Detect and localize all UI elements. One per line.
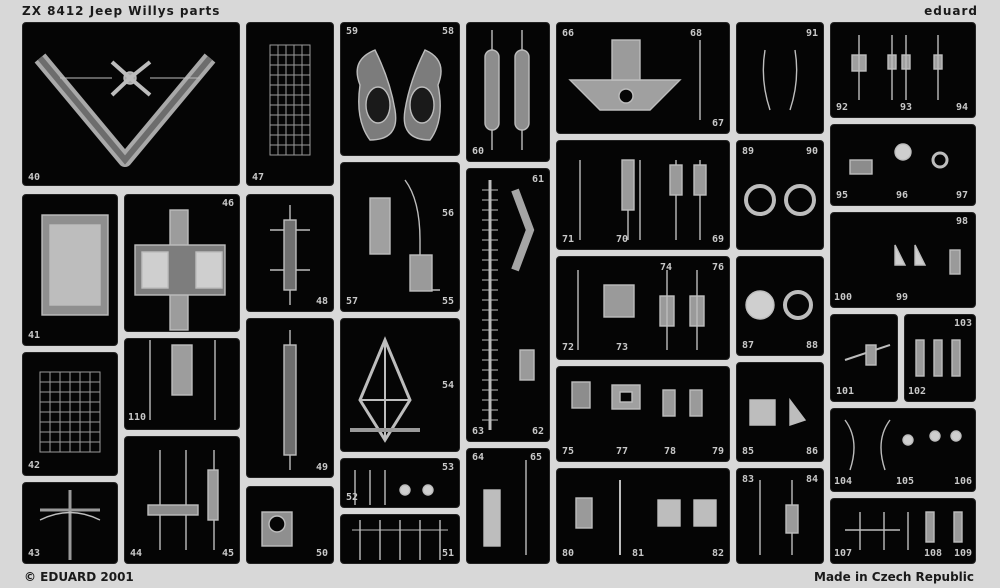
part-number: 88 bbox=[806, 340, 819, 351]
part-number: 53 bbox=[442, 462, 455, 473]
part-number: 65 bbox=[530, 452, 543, 463]
part-number: 45 bbox=[222, 548, 235, 559]
part-number: 57 bbox=[346, 296, 359, 307]
part-number: 42 bbox=[28, 460, 41, 471]
panel-91 bbox=[736, 22, 824, 134]
part-number: 99 bbox=[896, 292, 909, 303]
part-number: 62 bbox=[532, 426, 545, 437]
panel-47 bbox=[246, 22, 334, 186]
part-number: 93 bbox=[900, 102, 913, 113]
part-number: 66 bbox=[562, 28, 575, 39]
part-number: 94 bbox=[956, 102, 969, 113]
part-number: 107 bbox=[834, 548, 853, 559]
panel-66 bbox=[556, 22, 730, 134]
part-number: 86 bbox=[806, 446, 819, 457]
part-number: 102 bbox=[908, 386, 927, 397]
part-number: 85 bbox=[742, 446, 755, 457]
part-number: 58 bbox=[442, 26, 455, 37]
part-number: 80 bbox=[562, 548, 575, 559]
panel-101 bbox=[830, 314, 898, 402]
part-number: 51 bbox=[442, 548, 455, 559]
part-number: 46 bbox=[222, 198, 235, 209]
part-number: 79 bbox=[712, 446, 725, 457]
part-number: 97 bbox=[956, 190, 969, 201]
part-number: 69 bbox=[712, 234, 725, 245]
panel-44 bbox=[124, 436, 240, 564]
part-number: 108 bbox=[924, 548, 943, 559]
fret-title: ZX 8412 Jeep Willys parts bbox=[22, 4, 221, 18]
part-number: 70 bbox=[616, 234, 629, 245]
part-number: 96 bbox=[896, 190, 909, 201]
part-number: 83 bbox=[742, 474, 755, 485]
part-number: 73 bbox=[616, 342, 629, 353]
panel-89 bbox=[736, 140, 824, 250]
part-number: 110 bbox=[128, 412, 147, 423]
origin-note: Made in Czech Republic bbox=[814, 570, 974, 584]
part-number: 92 bbox=[836, 102, 849, 113]
part-number: 105 bbox=[896, 476, 915, 487]
part-number: 68 bbox=[690, 28, 703, 39]
brand-logo: eduard bbox=[924, 4, 978, 18]
part-number: 67 bbox=[712, 118, 725, 129]
part-number: 77 bbox=[616, 446, 629, 457]
part-number: 56 bbox=[442, 208, 455, 219]
part-number: 41 bbox=[28, 330, 41, 341]
part-number: 59 bbox=[346, 26, 359, 37]
part-number: 103 bbox=[954, 318, 973, 329]
part-number: 76 bbox=[712, 262, 725, 273]
part-number: 87 bbox=[742, 340, 755, 351]
part-number: 44 bbox=[130, 548, 143, 559]
panel-52 bbox=[340, 458, 460, 508]
part-number: 91 bbox=[806, 28, 819, 39]
part-number: 64 bbox=[472, 452, 485, 463]
part-number: 52 bbox=[346, 492, 359, 503]
part-number: 104 bbox=[834, 476, 853, 487]
panel-56 bbox=[340, 162, 460, 312]
part-number: 74 bbox=[660, 262, 673, 273]
part-number: 54 bbox=[442, 380, 455, 391]
part-number: 71 bbox=[562, 234, 575, 245]
part-number: 78 bbox=[664, 446, 677, 457]
part-number: 95 bbox=[836, 190, 849, 201]
part-number: 72 bbox=[562, 342, 575, 353]
part-number: 84 bbox=[806, 474, 819, 485]
part-number: 101 bbox=[836, 386, 855, 397]
part-number: 40 bbox=[28, 172, 41, 183]
part-number: 49 bbox=[316, 462, 329, 473]
part-number: 90 bbox=[806, 146, 819, 157]
panel-83 bbox=[736, 468, 824, 564]
part-number: 89 bbox=[742, 146, 755, 157]
part-number: 106 bbox=[954, 476, 973, 487]
part-number: 63 bbox=[472, 426, 485, 437]
panel-107 bbox=[830, 498, 976, 564]
part-number: 82 bbox=[712, 548, 725, 559]
panel-64 bbox=[466, 448, 550, 564]
part-number: 81 bbox=[632, 548, 645, 559]
part-number: 61 bbox=[532, 174, 545, 185]
part-number: 75 bbox=[562, 446, 575, 457]
part-number: 48 bbox=[316, 296, 329, 307]
part-number: 109 bbox=[954, 548, 973, 559]
copyright: © EDUARD 2001 bbox=[24, 570, 134, 584]
part-number: 60 bbox=[472, 146, 485, 157]
part-number: 50 bbox=[316, 548, 329, 559]
part-number: 100 bbox=[834, 292, 853, 303]
part-number: 43 bbox=[28, 548, 41, 559]
panel-61 bbox=[466, 168, 550, 442]
part-number: 55 bbox=[442, 296, 455, 307]
part-number: 47 bbox=[252, 172, 265, 183]
panel-60 bbox=[466, 22, 550, 162]
part-number: 98 bbox=[956, 216, 969, 227]
